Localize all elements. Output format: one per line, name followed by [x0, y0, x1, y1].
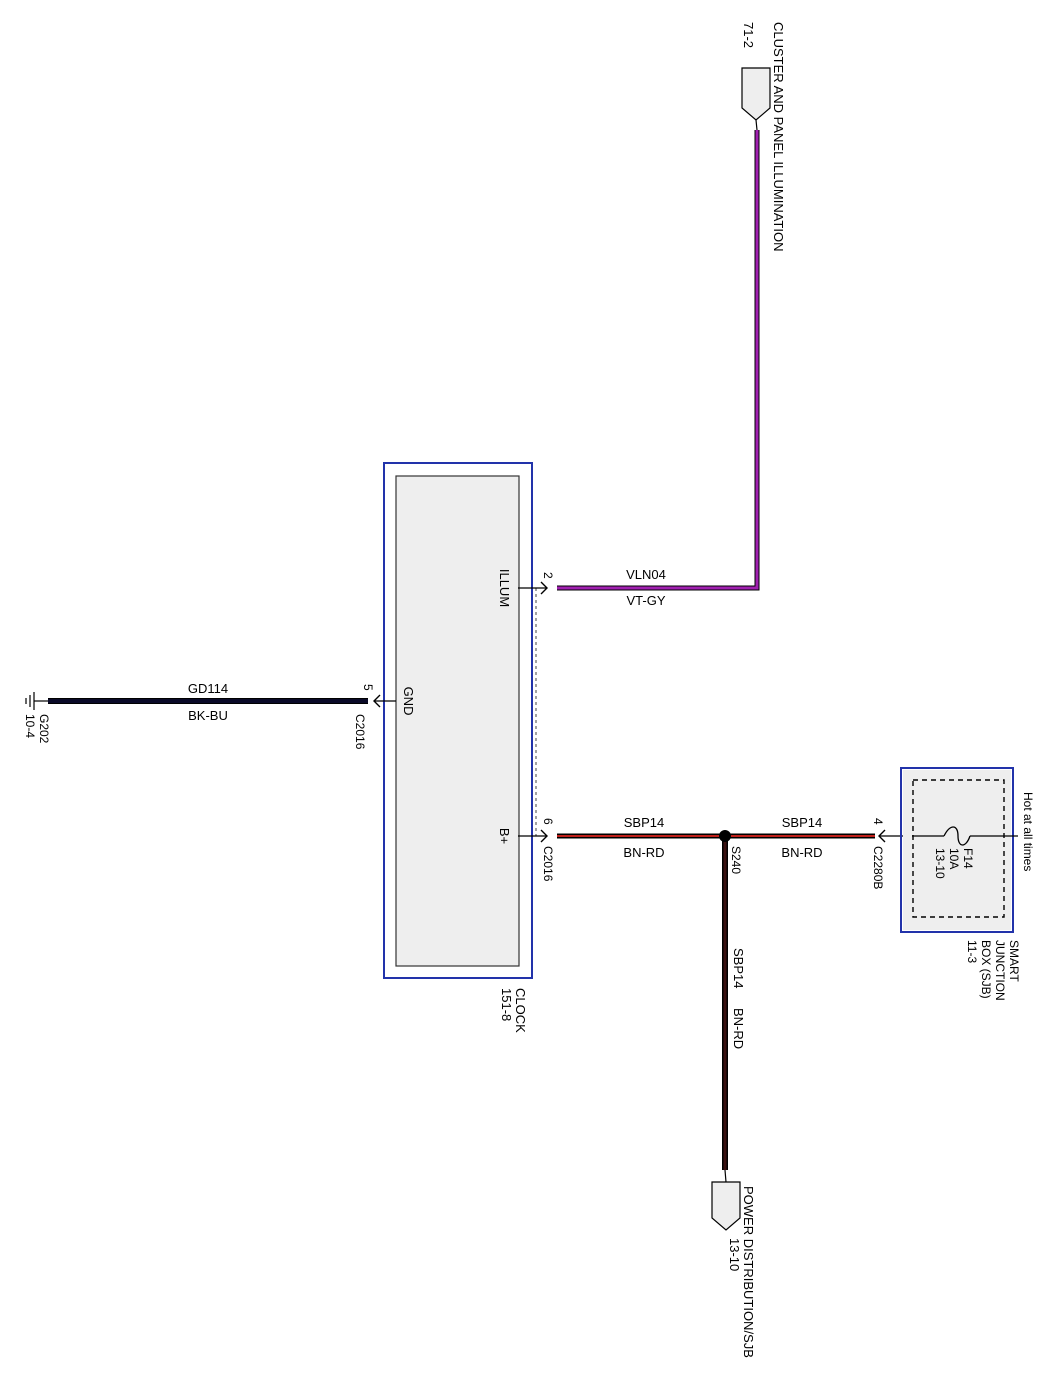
- cluster-connector: [741, 67, 771, 131]
- clock-name: CLOCK: [513, 988, 528, 1033]
- pin-label-bplus: B+: [497, 828, 512, 844]
- sjb-line1: SMART: [1007, 940, 1021, 982]
- gnd-connector: C2016: [353, 714, 367, 750]
- sjb-pin-number: 4: [871, 818, 885, 825]
- sjb-line3: BOX (SJB): [979, 940, 993, 999]
- splice-dot: [719, 830, 731, 842]
- gnd-pin-number: 5: [361, 684, 375, 691]
- cluster-name: CLUSTER AND PANEL ILLUMINATION: [771, 22, 786, 251]
- bplus-pin-number: 6: [541, 818, 555, 825]
- gnd-circuit: GD114: [188, 681, 228, 696]
- illum-wire-color: VT-GY: [626, 593, 665, 608]
- pin-label-gnd: GND: [401, 687, 416, 716]
- power-dist-name: POWER DISTRIBUTION/SJB: [741, 1186, 756, 1358]
- ground-name: G202: [37, 714, 51, 744]
- fuse-ref: 13-10: [933, 848, 947, 879]
- sjb-line4: 11-3: [965, 940, 979, 963]
- fuse-icon: [943, 826, 971, 846]
- illum-pin-number: 2: [541, 572, 555, 579]
- gnd-wire-color: BK-BU: [188, 708, 228, 723]
- power-down-circuit: SBP14: [731, 948, 746, 988]
- power-left-color: BN-RD: [623, 845, 664, 860]
- bplus-connector: C2016: [541, 846, 555, 882]
- power-dist-connector: [711, 1169, 741, 1231]
- sjb-connector: C2280B: [871, 846, 885, 889]
- illum-wire: [518, 130, 760, 595]
- power-down-color: BN-RD: [731, 1008, 746, 1049]
- ground-ref: 10-4: [23, 714, 37, 738]
- illum-circuit: VLN04: [626, 567, 666, 582]
- clock-ref: 151-8: [499, 988, 514, 1021]
- sjb-module: [900, 767, 1018, 933]
- power-right-color: BN-RD: [781, 845, 822, 860]
- pin-label-illum: ILLUM: [497, 569, 512, 607]
- hot-at-all-times: Hot at all times: [1021, 792, 1035, 871]
- splice-name: S240: [729, 846, 743, 874]
- power-right-circuit: SBP14: [782, 815, 822, 830]
- bplus-wire: [518, 829, 912, 1170]
- gnd-wire: [48, 694, 396, 708]
- power-dist-ref: 13-10: [727, 1238, 742, 1271]
- sjb-line2: JUNCTION: [993, 940, 1007, 1001]
- fuse-rating: 10A: [947, 848, 961, 869]
- ground-symbol-icon: [25, 692, 48, 710]
- fuse-name: F14: [961, 848, 975, 869]
- cluster-ref: 71-2: [741, 22, 756, 48]
- clock-module: [383, 462, 537, 979]
- power-left-circuit: SBP14: [624, 815, 664, 830]
